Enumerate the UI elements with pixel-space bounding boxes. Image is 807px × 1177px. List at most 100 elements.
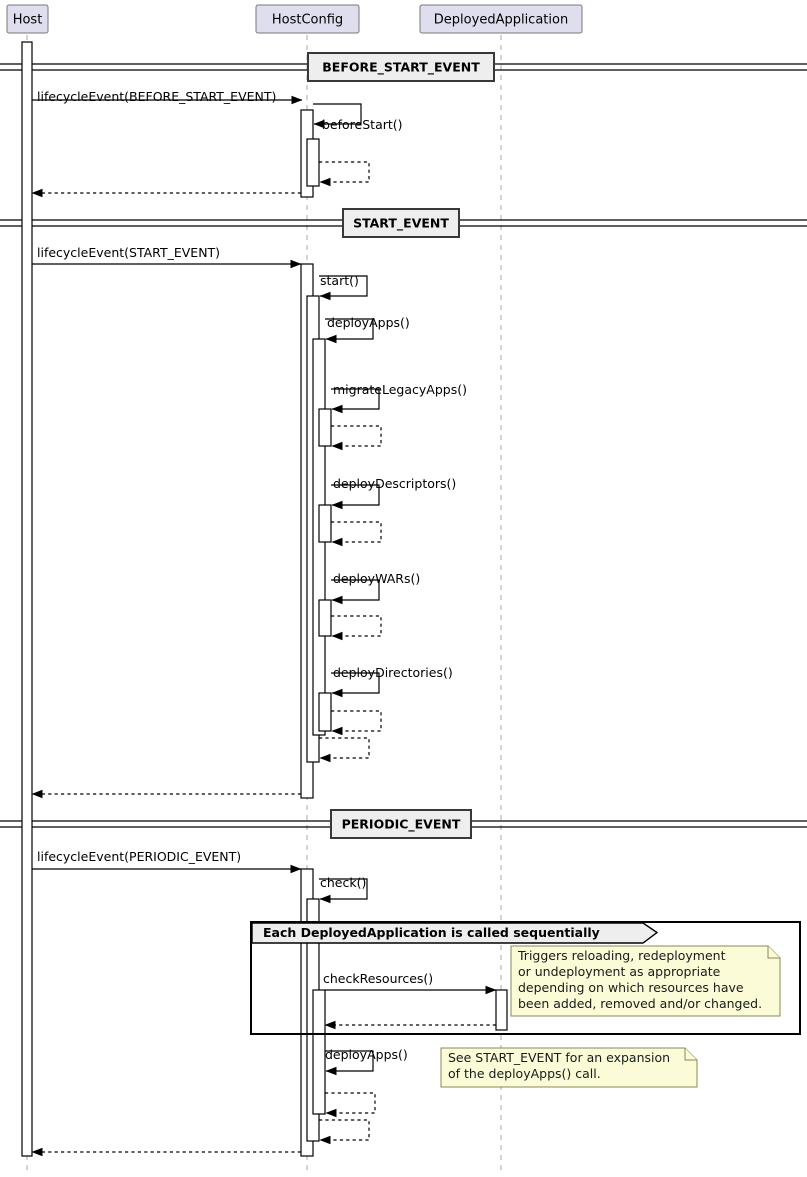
- message-label: start(): [320, 273, 359, 288]
- message-m22: deployApps(): [325, 1047, 408, 1076]
- group-each-deployed-app: Each DeployedApplication is called seque…: [250, 921, 801, 1035]
- message-m5: lifecycleEvent(START_EVENT): [32, 245, 302, 269]
- self-message-loop: [331, 388, 380, 414]
- message-m11: [331, 521, 382, 547]
- participant-label: Host: [13, 13, 43, 28]
- participant-box[interactable]: [419, 4, 583, 34]
- message-label: lifecycleEvent(START_EVENT): [37, 245, 220, 260]
- note-body: [510, 945, 781, 1017]
- participant-label: DeployedApplication: [434, 13, 568, 28]
- participants-layer: Host HostConfig DeployedApplication: [6, 4, 583, 34]
- message-m23: [325, 1092, 376, 1118]
- message-label: lifecycleEvent(BEFORE_START_EVENT): [37, 89, 276, 104]
- divider-box: [330, 809, 472, 839]
- message-m19: check(): [319, 875, 368, 904]
- activation-bar-act-hc-3b: [312, 989, 326, 1115]
- note-line: depending on which resources have: [518, 980, 744, 995]
- self-message-loop: [331, 615, 382, 641]
- participant-box[interactable]: [6, 4, 49, 34]
- message-m14: deployDirectories(): [331, 665, 453, 698]
- activation-bar-act-hc-2c3: [318, 599, 332, 637]
- note-line: Triggers reloading, redeployment: [517, 948, 726, 963]
- participant-label: HostConfig: [272, 13, 343, 28]
- activation-bar-act-hc-2c1: [318, 408, 332, 447]
- divider-label: PERIODIC_EVENT: [342, 817, 461, 833]
- message-label: migrateLegacyApps(): [333, 382, 467, 397]
- divider-label: BEFORE_START_EVENT: [322, 60, 480, 76]
- activation-bar-act-hc-2c4: [318, 692, 332, 732]
- self-message-loop: [331, 425, 382, 451]
- self-message-loop: [325, 1092, 376, 1118]
- self-message-loop: [325, 1050, 374, 1076]
- activation-bar-act-hc-1a: [306, 138, 320, 187]
- note-line: See START_EVENT for an expansion: [448, 1050, 670, 1065]
- note-line: or undeployment as appropriate: [518, 964, 721, 979]
- activation-bar-act-host: [21, 41, 33, 1157]
- message-m15: [331, 710, 382, 736]
- divider-label: START_EVENT: [353, 216, 449, 232]
- divider-start: START_EVENT: [0, 208, 807, 238]
- self-message-loop: [325, 318, 374, 344]
- self-message-loop: [319, 737, 370, 763]
- divider-before-start: BEFORE_START_EVENT: [0, 52, 807, 82]
- message-label: deployDescriptors(): [333, 476, 456, 491]
- self-message-loop: [313, 103, 362, 129]
- note-fold-icon: [767, 946, 780, 959]
- group-tab: [251, 922, 659, 944]
- activation-bar-act-hc-2c2: [318, 504, 332, 543]
- note-line: been added, removed and/or changed.: [518, 996, 762, 1011]
- message-m6: start(): [319, 273, 368, 301]
- message-label: lifecycleEvent(PERIODIC_EVENT): [37, 849, 241, 864]
- self-message-loop: [319, 161, 370, 187]
- message-label: deployWARs(): [333, 571, 420, 586]
- message-m10: deployDescriptors(): [331, 476, 456, 510]
- participant-deployedapp[interactable]: DeployedApplication: [419, 4, 583, 34]
- message-m18: lifecycleEvent(PERIODIC_EVENT): [32, 849, 302, 874]
- activation-bar-act-da-1: [495, 989, 508, 1031]
- self-message-loop: [319, 275, 368, 301]
- divider-box: [342, 208, 460, 238]
- self-message-loop: [331, 710, 382, 736]
- self-message-loop: [331, 521, 382, 547]
- message-label: check(): [320, 875, 366, 890]
- note-fold-icon: [684, 1048, 697, 1061]
- message-label: beforeStart(): [322, 117, 403, 132]
- activations-layer: [21, 41, 508, 1157]
- messages-layer: lifecycleEvent(BEFORE_START_EVENT)before…: [31, 89, 497, 1157]
- self-message-loop: [331, 672, 380, 698]
- message-m12: deployWARs(): [331, 571, 420, 605]
- message-m24: [319, 1119, 370, 1145]
- participant-hostconfig[interactable]: HostConfig: [255, 4, 360, 34]
- participant-box[interactable]: [255, 4, 360, 34]
- divider-periodic: PERIODIC_EVENT: [0, 809, 807, 839]
- self-message-loop: [331, 484, 380, 510]
- message-m16: [319, 737, 370, 763]
- message-label: deployApps(): [327, 315, 410, 330]
- self-message-loop: [319, 878, 368, 904]
- groups-layer: Each DeployedApplication is called seque…: [250, 921, 801, 1035]
- lifelines-layer: [26, 35, 502, 1171]
- self-message-loop: [319, 1119, 370, 1145]
- group-tab-label: Each DeployedApplication is called seque…: [263, 925, 600, 940]
- self-message-loop: [331, 579, 380, 605]
- dividers-layer: BEFORE_START_EVENT START_EVENT PERIODIC_EV…: [0, 52, 807, 839]
- divider-box: [307, 52, 495, 82]
- participant-host[interactable]: Host: [6, 4, 49, 34]
- message-m9: [331, 425, 382, 451]
- message-label: deployDirectories(): [333, 665, 453, 680]
- message-label: checkResources(): [323, 971, 433, 986]
- message-m1: lifecycleEvent(BEFORE_START_EVENT): [32, 89, 303, 105]
- note-line: of the deployApps() call.: [448, 1066, 601, 1081]
- message-m13: [331, 615, 382, 641]
- message-m20: checkResources(): [323, 971, 497, 995]
- group-frame: [250, 921, 801, 1035]
- note-body: [440, 1047, 698, 1088]
- message-label: deployApps(): [325, 1047, 408, 1062]
- message-m8: migrateLegacyApps(): [331, 382, 467, 414]
- message-m7: deployApps(): [325, 315, 410, 344]
